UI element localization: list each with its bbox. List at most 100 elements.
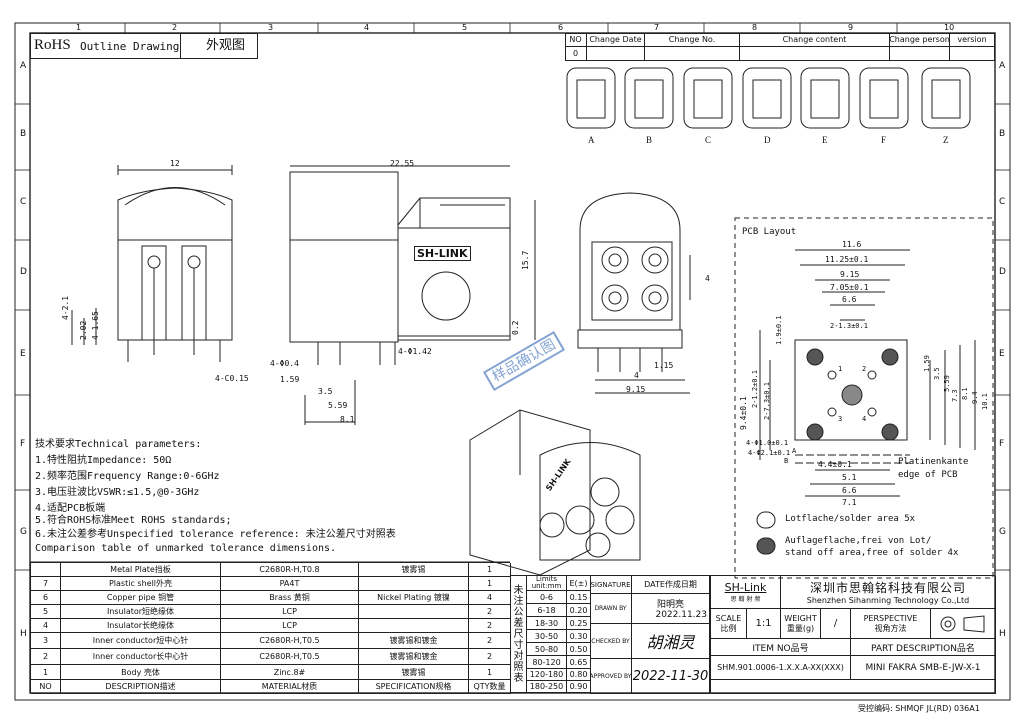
row-label: F — [999, 439, 1005, 449]
bom-spec: 镀雾锡 — [359, 665, 469, 680]
front-view — [289, 165, 536, 425]
bom-no: 5 — [31, 605, 61, 619]
isometric-view — [469, 409, 641, 576]
code-label: F — [881, 135, 887, 145]
row-label: H — [999, 629, 1006, 639]
pcb-dim: 1.59 — [923, 355, 931, 372]
tech-line: 4.适配PCB板端 — [35, 503, 106, 514]
checked-by-signature: 胡湘灵 — [632, 624, 710, 659]
code-label: B — [646, 135, 653, 145]
bom-desc: Insulator短绝缘体 — [61, 605, 221, 619]
bom-mat: Brass 黄铜 — [221, 591, 359, 605]
tolerance-range: 6-18 — [527, 604, 567, 617]
col-label: 5 — [462, 23, 468, 32]
dim: 4-1.65 — [91, 311, 100, 340]
dim: 4 — [705, 274, 710, 283]
row-label: E — [999, 349, 1005, 359]
bom-no: 1 — [31, 665, 61, 680]
pcb-legend: stand off area,free of solder 4x — [785, 548, 959, 558]
pcb-edge-label: Platinenkante — [898, 457, 969, 467]
tolerance-range: 50-80 — [527, 643, 567, 656]
dim: 3.5 — [318, 387, 333, 396]
dim: 2.02 — [79, 320, 88, 340]
tolerance-value: 0.15 — [567, 591, 591, 604]
weight-label-cn: 重量(g) — [786, 623, 815, 633]
row-label: A — [20, 61, 27, 71]
col-label: 3 — [268, 23, 274, 32]
approved-date: 2022-11-30 — [632, 659, 710, 694]
pcb-mark: 4 — [862, 415, 867, 423]
scale-label: SCALE — [715, 613, 742, 623]
col-label: 6 — [558, 23, 564, 32]
pcb-dim: 4-Φ2.1±0.1 — [748, 449, 791, 457]
tolerance-value: 0.30 — [567, 630, 591, 643]
tolerance-range: 0-6 — [527, 591, 567, 604]
tolerance-side-label: 未注公差尺寸对照表 — [511, 576, 527, 693]
pcb-title: PCB Layout — [742, 227, 797, 237]
company-logo: SH-Link — [724, 581, 767, 594]
bom-no: 4 — [31, 619, 61, 633]
bom-mat: LCP — [221, 619, 359, 633]
col-label: 1 — [76, 23, 82, 32]
perspective-label: PERSPECTIVE — [863, 613, 918, 623]
tolerance-value: 0.50 — [567, 643, 591, 656]
pcb-dim: 6.6 — [842, 295, 857, 304]
company-logo-sub: 思 翰 射 频 — [730, 596, 761, 603]
bom-qty: 4 — [469, 591, 511, 605]
tech-line: 6.未注公差参考Unspecified tolerance reference:… — [35, 529, 396, 540]
bom-header: DESCRIPTION描述 — [61, 680, 221, 694]
bom-desc: Body 壳体 — [61, 665, 221, 680]
dim: 9.15 — [626, 385, 646, 394]
dim: 15.7 — [521, 250, 530, 270]
pcb-dim: 1.9±0.1 — [775, 315, 783, 345]
col-label: 10 — [944, 23, 955, 32]
company-name-cn: 深圳市思翰铭科技有限公司 — [809, 581, 966, 595]
pcb-edge-label: edge of PCB — [898, 470, 958, 480]
dim: 4-C0.15 — [215, 374, 249, 383]
pcb-dim: 4-Φ1.0±0.1 — [746, 439, 789, 447]
drawing-name: Outline Drawing — [80, 40, 180, 53]
dim: 12 — [170, 159, 180, 168]
row-label: C — [20, 197, 27, 207]
drawn-by-name: 阳明亮 — [656, 600, 684, 610]
tolerance-range: 180-250 — [527, 681, 567, 693]
projection-icon — [940, 614, 985, 633]
row-label: F — [20, 439, 26, 449]
tech-heading: 技术要求Technical parameters: — [35, 439, 202, 450]
dim: 0.2 — [511, 320, 520, 335]
drawing-name-cn: 外观图 — [206, 38, 246, 53]
coding-keys — [566, 67, 971, 129]
bom-qty: 2 — [469, 649, 511, 665]
row-label: D — [20, 267, 27, 277]
row-label: C — [999, 197, 1006, 207]
signature-block: SIGNATURE DATE作成日期 DRAWN BY 阳明亮 2022.11.… — [590, 575, 710, 694]
bom-table: Metal Plate挡板 C2680R-H,T0.8 镀雾锡 1 7 Plas… — [30, 562, 511, 694]
dim: 4-Φ0.4 — [270, 359, 299, 368]
pcb-dim: 7.3 — [951, 389, 959, 402]
tech-line: 3.电压驻波比VSWR:≤1.5,@0-3GHz — [35, 487, 200, 498]
pcb-dim: 10.1 — [981, 393, 989, 410]
pcb-dim: 11.6 — [842, 240, 862, 249]
bom-no: 2 — [31, 649, 61, 665]
item-no-value: SHM.901.0006-1.X.X.A-XX(XXX) — [711, 656, 851, 680]
bom-header: QTY数量 — [469, 680, 511, 694]
bom-mat: LCP — [221, 605, 359, 619]
bom-no: 6 — [31, 591, 61, 605]
bom-no: 7 — [31, 577, 61, 591]
scale-value: 1:1 — [747, 609, 781, 639]
date-header: DATE作成日期 — [632, 576, 710, 594]
row-label: G — [999, 527, 1006, 537]
tolerance-value: 0.65 — [567, 656, 591, 669]
drawn-by-label: DRAWN BY — [590, 594, 632, 624]
bom-header: NO — [31, 680, 61, 694]
tech-line: Comparison table of unmarked tolerance d… — [35, 543, 337, 554]
col-label: 4 — [364, 23, 370, 32]
pcb-dim: 9.15 — [840, 270, 860, 279]
approved-by-label: APPROVED BY — [590, 659, 632, 694]
projection-symbol — [931, 609, 996, 639]
dim: 4-2.1 — [61, 295, 70, 320]
bom-desc: Copper pipe 铜管 — [61, 591, 221, 605]
rev-header: Change Date — [587, 33, 645, 47]
row-label: H — [20, 629, 27, 639]
pcb-mark: 1 — [838, 365, 843, 373]
